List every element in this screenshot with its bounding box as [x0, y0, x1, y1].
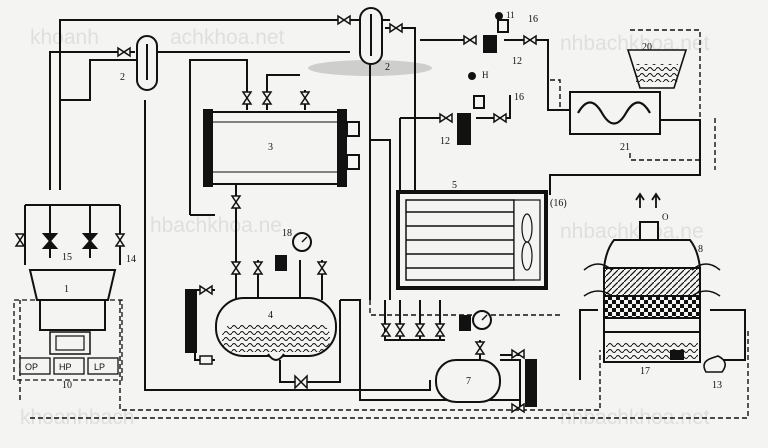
solenoid-tank — [459, 315, 471, 331]
label-heat-exchanger: 21 — [620, 142, 630, 153]
label-valve-16-mid: 16 — [514, 92, 524, 103]
watermark-text: nhbachkhoa.ne — [560, 220, 704, 243]
control-lines — [19, 29, 749, 419]
valve-15 — [41, 233, 99, 249]
label-valve-12-top: 12 — [512, 56, 522, 67]
watermark-text: khoanh — [30, 26, 99, 49]
control-panel — [13, 299, 123, 381]
receiver — [215, 297, 337, 361]
tank-small — [435, 359, 501, 403]
separator-right — [359, 7, 383, 65]
panel-lp: LP — [94, 362, 105, 372]
compressor — [28, 269, 117, 355]
label-compressor: 1 — [64, 284, 69, 295]
panel-hp: HP — [59, 362, 72, 372]
label-valve-12-mid: 12 — [440, 136, 450, 147]
label-pump: 13 — [712, 380, 722, 391]
label-valve-15: 15 — [62, 252, 72, 263]
watermark-text: hbachkhoa.ne — [150, 214, 282, 237]
label-condenser: 3 — [268, 142, 273, 153]
heat-exchanger — [569, 91, 661, 135]
sight-glass — [185, 289, 197, 353]
solenoid-receiver — [275, 255, 287, 271]
pressure-gauge-18 — [292, 232, 312, 252]
cooling-tower — [583, 192, 721, 363]
cold-tank — [626, 49, 688, 89]
pressure-gauge-7 — [472, 310, 492, 330]
label-evaporator: 5 — [452, 180, 457, 191]
label-fan: (16) — [550, 198, 567, 209]
evaporator — [396, 190, 548, 290]
watermark-group: khoanh achkhoa.net nhbachkhoa.net hbachk… — [20, 26, 710, 429]
label-valve-16-top: 16 — [528, 14, 538, 25]
label-receiver: 4 — [268, 310, 273, 321]
label-valve-11: 11 — [506, 10, 515, 20]
label-gauge: 18 — [282, 228, 292, 239]
watermark-text: khoanhbach — [20, 406, 134, 429]
panel-op: OP — [25, 362, 38, 372]
label-cold-tank: 20 — [642, 42, 652, 53]
pump — [703, 355, 726, 373]
separator-left — [136, 35, 158, 91]
watermark-text: achkhoa.net — [170, 26, 285, 49]
label-basin: 17 — [640, 366, 650, 377]
label-control-panel: 10 — [62, 380, 72, 391]
sight-glass-right — [525, 359, 537, 407]
label-valve-h: H — [482, 70, 489, 80]
label-valve-14: 14 — [126, 254, 136, 265]
label-cooling-tower: 8 — [698, 244, 703, 255]
solenoid-valve-12-top — [483, 12, 509, 53]
solenoid-valve-12-mid — [457, 72, 485, 145]
label-separator-left: 2 — [120, 72, 125, 83]
valves — [14, 14, 537, 414]
label-tank-small: 7 — [466, 376, 471, 387]
condenser — [203, 109, 360, 187]
label-tower-tag: O — [662, 212, 669, 222]
label-separator-right: 2 — [385, 62, 390, 73]
